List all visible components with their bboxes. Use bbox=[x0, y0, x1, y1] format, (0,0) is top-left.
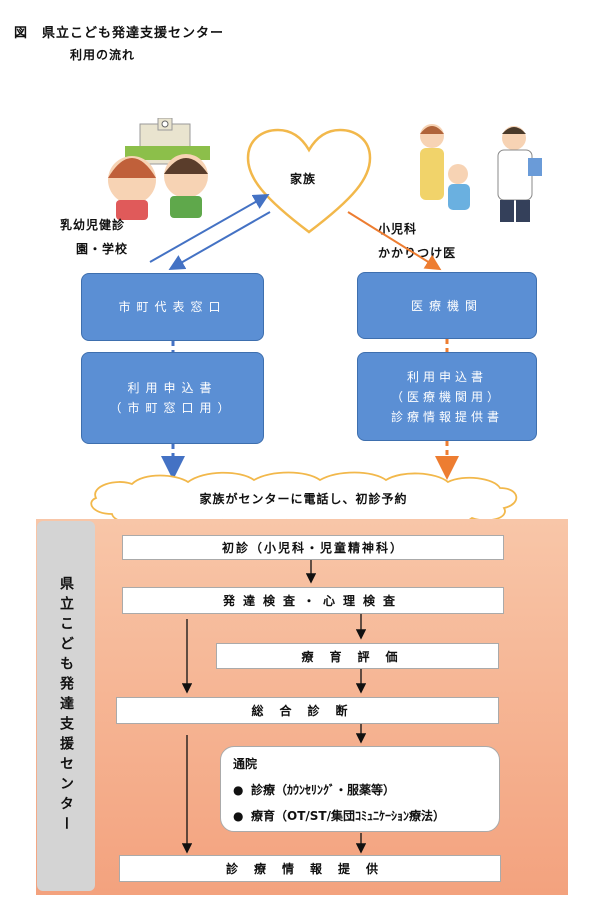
checkup-label: 乳幼児健診 bbox=[60, 218, 126, 232]
diagnosis-label: 総合診断 bbox=[251, 704, 364, 718]
center-sidebar: 県立こども発達支援センター bbox=[37, 521, 95, 891]
medical-institution-label: 医療機関 bbox=[410, 298, 483, 313]
center-arrows bbox=[181, 560, 367, 854]
pediatrics-label: 小児科 bbox=[378, 222, 418, 236]
family-heart bbox=[246, 128, 372, 234]
application-medical-line3: 診療情報提供書 bbox=[390, 409, 503, 424]
arrow-to-municipal bbox=[168, 211, 271, 270]
bullet-icon: ● bbox=[233, 809, 244, 823]
application-municipal-line2: （市町窓口用） bbox=[109, 401, 236, 415]
children-school-illustration bbox=[108, 118, 210, 220]
evaluation-label: 療育評価 bbox=[301, 649, 414, 664]
tests-label: 発達検査・心理検査 bbox=[222, 594, 403, 608]
figure-title: 図 県立こども発達支援センター bbox=[14, 26, 225, 41]
municipal-window-label: 市町代表窓口 bbox=[118, 300, 227, 314]
center-sidebar-label: 県立こども発達支援センター bbox=[58, 576, 74, 836]
evaluation-box: 療育評価 bbox=[216, 643, 499, 669]
application-municipal-box: 利用申込書 （市町窓口用） bbox=[81, 352, 264, 444]
figure-subtitle: 利用の流れ bbox=[70, 48, 136, 62]
medical-institution-box: 医療機関 bbox=[357, 272, 537, 339]
info-provision-label: 診療情報提供 bbox=[225, 862, 394, 876]
diagnosis-box: 総合診断 bbox=[116, 697, 499, 724]
outpatient-item2-label: 療育（OT/ST/集団ｺﾐｭﾆｹｰｼｮﾝ療法） bbox=[251, 809, 445, 823]
family-label: 家族 bbox=[290, 172, 317, 186]
application-medical-box: 利用申込書 （医療機関用） 診療情報提供書 bbox=[357, 352, 537, 441]
phone-cloud-shape bbox=[90, 471, 518, 520]
application-medical-line2: （医療機関用） bbox=[390, 389, 503, 404]
outpatient-item1: ● 診療（ｶｳﾝｾﾘﾝｸﾞ・服薬等） bbox=[233, 781, 487, 798]
tests-box: 発達検査・心理検査 bbox=[122, 587, 504, 614]
outpatient-box: 通院 ● 診療（ｶｳﾝｾﾘﾝｸﾞ・服薬等） ● 療育（OT/ST/集団ｺﾐｭﾆｹｰｼ… bbox=[220, 746, 500, 832]
outpatient-title: 通院 bbox=[233, 757, 258, 771]
arrow-to-family bbox=[149, 194, 270, 263]
outpatient-item2: ● 療育（OT/ST/集団ｺﾐｭﾆｹｰｼｮﾝ療法） bbox=[233, 807, 487, 824]
first-visit-box: 初診（小児科・児童精神科） bbox=[122, 535, 504, 560]
municipal-window-box: 市町代表窓口 bbox=[81, 273, 264, 341]
phone-cloud-label: 家族がセンターに電話し、初診予約 bbox=[199, 492, 408, 506]
application-municipal-line1: 利用申込書 bbox=[127, 381, 218, 395]
arrow-to-medical bbox=[347, 211, 442, 271]
outpatient-item1-label: 診療（ｶｳﾝｾﾘﾝｸﾞ・服薬等） bbox=[251, 783, 396, 797]
school-label: 園・学校 bbox=[76, 242, 129, 256]
top-arrows bbox=[90, 194, 518, 520]
family-doctor-illustration bbox=[420, 124, 542, 222]
application-medical-line1: 利用申込書 bbox=[406, 369, 487, 384]
bullet-icon: ● bbox=[233, 783, 244, 797]
first-visit-label: 初診（小児科・児童精神科） bbox=[221, 541, 404, 555]
info-provision-box: 診療情報提供 bbox=[119, 855, 501, 882]
